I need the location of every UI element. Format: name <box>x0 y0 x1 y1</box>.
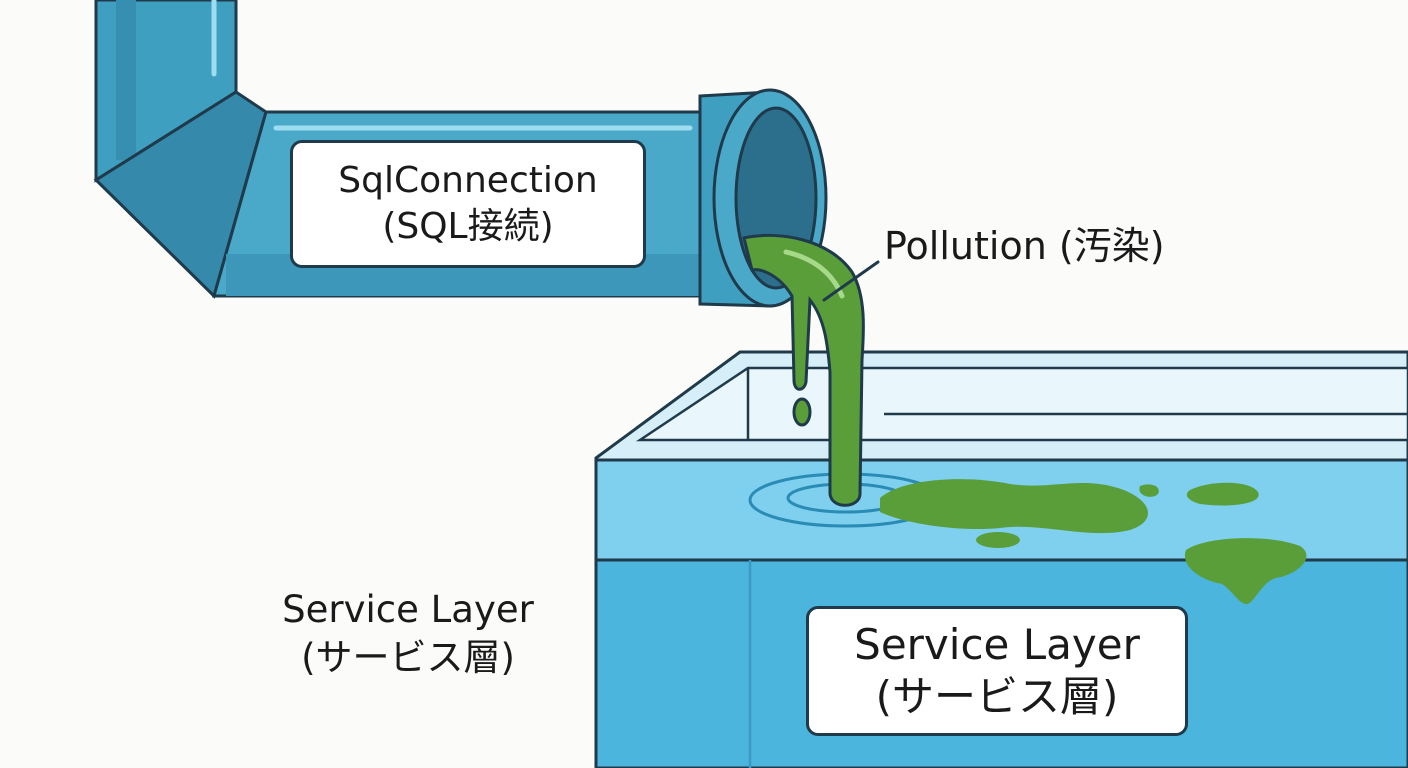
sqlconnection-label-line1: SqlConnection <box>338 160 598 201</box>
service-layer-side-label: Service Layer (サービス層) <box>228 586 588 682</box>
sqlconnection-label-line2: (SQL接続) <box>382 206 554 247</box>
pollution-label: Pollution (汚染) <box>884 224 1165 268</box>
pollution-stream <box>742 233 880 507</box>
service-layer-tank-label: Service Layer (サービス層) <box>806 606 1188 736</box>
service-layer-tank-label-line2: (サービス層) <box>875 672 1119 721</box>
service-layer-side-label-line1: Service Layer <box>282 588 534 631</box>
service-layer-tank-label-line1: Service Layer <box>854 620 1140 669</box>
sqlconnection-label: SqlConnection (SQL接続) <box>290 140 646 268</box>
service-layer-side-label-line2: (サービス層) <box>301 636 515 679</box>
